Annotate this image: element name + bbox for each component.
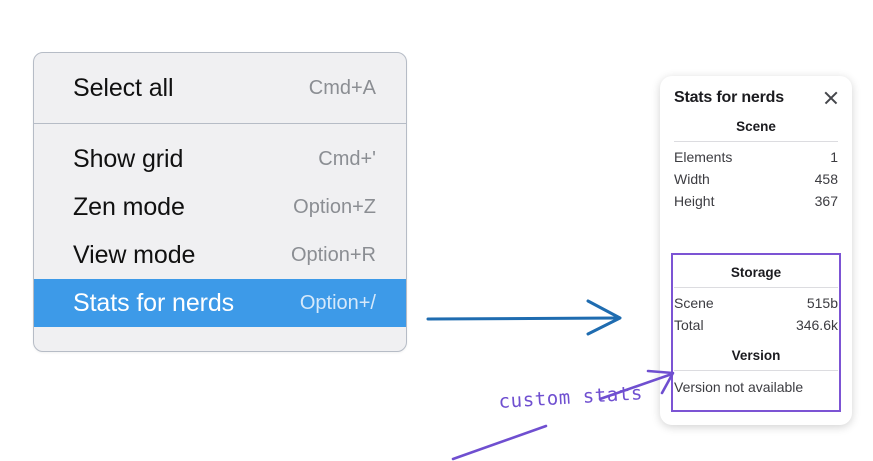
stats-panel-body: Scene Elements 1 Width 458 Height 367 [660,107,852,212]
blue-arrow-annotation [426,299,622,336]
stat-value: 346.6k [795,317,838,333]
stat-row-width: Width 458 [674,168,838,190]
section-divider [674,141,838,142]
stat-value: 367 [814,193,838,209]
stat-key: Width [674,171,710,187]
stat-row-storage-scene: Scene 515b [674,292,838,314]
menu-item-zen-mode[interactable]: Zen mode Option+Z [34,183,406,231]
menu-item-stats-for-nerds[interactable]: Stats for nerds Option+/ [34,279,406,327]
menu-item-label: View mode [73,240,196,269]
stat-value: 458 [814,171,838,187]
stat-row-storage-total: Total 346.6k [674,314,838,336]
section-divider [674,370,838,371]
section-heading-version: Version [731,348,781,363]
menu-item-label: Show grid [73,144,184,173]
menu-group-2: Show grid Cmd+' Zen mode Option+Z View m… [34,124,406,339]
menu-item-show-grid[interactable]: Show grid Cmd+' [34,135,406,183]
stat-row-height: Height 367 [674,190,838,212]
stats-for-nerds-panel: Stats for nerds Scene Elements 1 Width 4… [660,76,852,425]
purple-tail-stroke [451,424,548,461]
menu-item-shortcut: Cmd+A [308,76,376,99]
close-icon[interactable] [822,89,840,107]
stat-value: 1 [830,149,838,165]
stat-key: Total [674,317,704,333]
menu-group-1: Select all Cmd+A [34,53,406,124]
menu-item-shortcut: Cmd+' [318,147,376,170]
handwritten-annotation-label: custom stats [498,382,644,413]
stat-row-elements: Elements 1 [674,146,838,168]
menu-item-shortcut: Option+/ [299,291,376,314]
menu-item-shortcut: Option+Z [293,195,376,218]
version-text: Version not available [674,379,804,395]
stat-key: Scene [674,295,714,311]
section-divider [674,287,838,288]
stats-panel-header: Stats for nerds [660,76,852,107]
stat-key: Height [674,193,715,209]
section-heading-scene: Scene [736,119,776,134]
menu-item-label: Stats for nerds [73,288,235,317]
menu-item-select-all[interactable]: Select all Cmd+A [34,64,406,112]
menu-item-shortcut: Option+R [290,243,376,266]
section-heading-storage: Storage [730,265,782,280]
stats-panel-title: Stats for nerds [674,89,784,106]
custom-stats-region: Storage Scene 515b Total 346.6k Version … [671,253,841,395]
menu-item-label: Zen mode [73,192,185,221]
context-menu: Select all Cmd+A Show grid Cmd+' Zen mod… [33,52,407,352]
menu-item-label: Select all [73,73,174,102]
menu-item-view-mode[interactable]: View mode Option+R [34,231,406,279]
stat-key: Elements [674,149,733,165]
stat-value: 515b [806,295,838,311]
